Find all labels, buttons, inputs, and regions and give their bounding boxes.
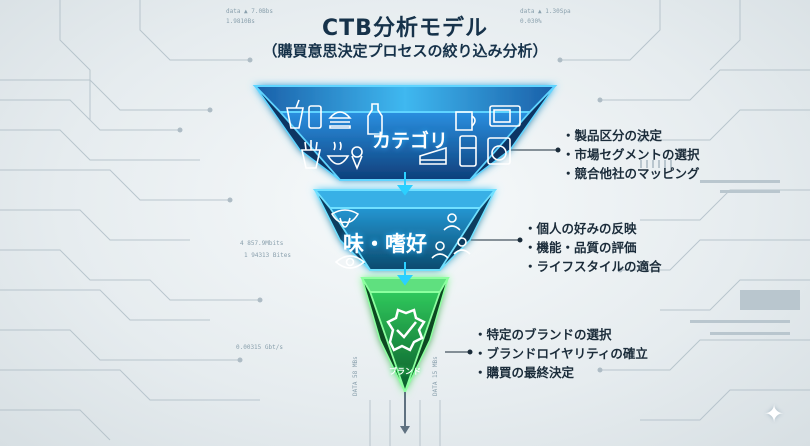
burger-icon <box>328 111 352 129</box>
list-item: 購買の最終決定 <box>474 363 648 382</box>
microwave-icon <box>489 105 521 127</box>
ice-cream-icon <box>351 146 363 171</box>
category-icons-left <box>286 99 383 171</box>
layer-label-category: カテゴリ <box>371 130 448 152</box>
list-item: 製品区分の決定 <box>562 126 700 145</box>
fries-icon <box>301 140 321 169</box>
list-item: ブランドロイヤリティの確立 <box>474 344 648 363</box>
bottle-icon <box>367 103 383 135</box>
bowl-icon <box>326 141 350 165</box>
deco-readout: 0.030% <box>520 18 542 25</box>
list-item: 個人の好みの反映 <box>524 219 662 238</box>
layer-label-taste: 味・嗜好 <box>343 232 427 256</box>
page-title: CTB分析モデル <box>322 16 488 41</box>
layer-label-brand: ブランド <box>389 367 421 376</box>
deco-readout: DATA 58 MBs <box>352 356 359 396</box>
deco-readout: DATA 15 MBs <box>432 356 439 396</box>
category-icons-right <box>419 105 521 167</box>
cake-icon <box>419 146 447 165</box>
category-points: 製品区分の決定 市場セグメントの選択 競合他社のマッピング <box>562 126 700 183</box>
deco-readout: data ▲ 1.30Spa <box>520 8 571 15</box>
people-icon <box>431 213 471 259</box>
fridge-icon <box>459 135 477 167</box>
list-item: 機能・品質の評価 <box>524 238 662 257</box>
kettle-icon <box>455 111 476 131</box>
list-item: 特定のブランドの選択 <box>474 325 648 344</box>
deco-readout: 4 857.9Mbits <box>240 240 284 247</box>
flow-arrows <box>397 172 413 434</box>
deco-readout: 1 94313 Bites <box>244 252 291 259</box>
taste-icons <box>330 209 471 269</box>
sparkle-icon: ✦ <box>764 400 785 428</box>
drink-cup-icon <box>286 99 304 129</box>
taste-points: 個人の好みの反映 機能・品質の評価 ライフスタイルの適合 <box>524 219 662 276</box>
eye-icon <box>334 255 366 269</box>
list-item: ライフスタイルの適合 <box>524 257 662 276</box>
deco-readout: data ▲ 7.0Bbs <box>226 8 273 15</box>
page-subtitle: （購買意思決定プロセスの絞り込み分析） <box>262 42 548 60</box>
deco-readout: 1.9810Bs <box>226 18 255 25</box>
data-bars <box>640 160 800 335</box>
brand-points: 特定のブランドの選択 ブランドロイヤリティの確立 購買の最終決定 <box>474 325 648 382</box>
deco-readout: 0.00315 Gbt/s <box>236 344 283 351</box>
list-item: 市場セグメントの選択 <box>562 145 700 164</box>
washing-machine-icon <box>487 137 511 165</box>
tongue-icon <box>330 209 360 228</box>
can-icon <box>308 105 322 129</box>
list-item: 競合他社のマッピング <box>562 164 700 183</box>
check-badge-icon <box>386 308 426 352</box>
